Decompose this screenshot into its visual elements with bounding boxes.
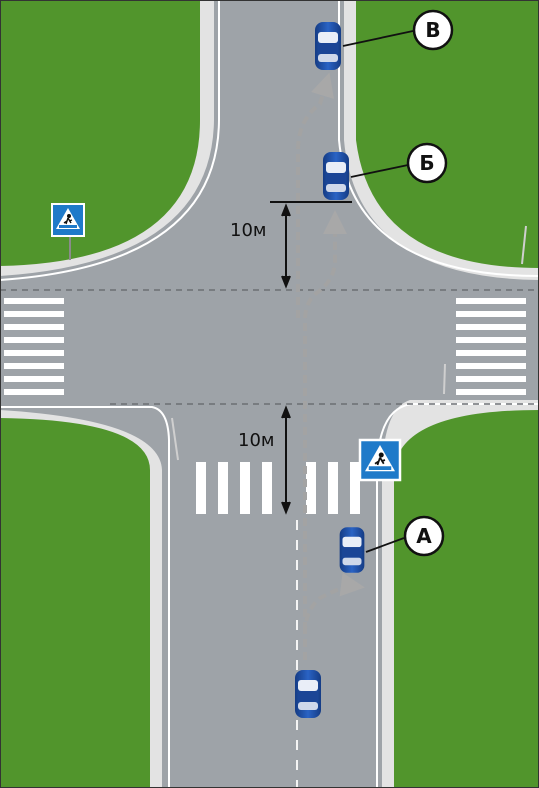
car-icon [295,670,321,718]
pedestrian-crossing-sign-icon [358,438,402,482]
lamp-post [443,363,446,395]
callout-v-line [342,30,414,47]
trajectory-arrows [296,72,365,660]
callout-v-label: В [425,18,440,42]
distance-label-bottom: 10м [238,430,274,451]
intersection-borders [0,289,539,405]
distance-marker-top [281,203,291,289]
distance-label-top: 10м [230,220,266,241]
callout-a-label: А [416,524,432,548]
crosswalk-right [456,298,526,395]
callout-b: Б [406,142,448,184]
crosswalk-left [4,298,64,395]
car-icon [323,152,349,200]
callout-v: В [412,9,454,51]
lamp-post [521,225,527,265]
car-icon [339,527,365,573]
lamp-post [171,417,179,461]
distance-marker-bottom [281,405,291,515]
crosswalk-bottom [196,462,360,514]
callout-a-line [365,537,405,553]
car-icon [315,22,341,70]
pedestrian-crossing-sign-icon [51,203,85,260]
callout-a: А [403,515,445,557]
callout-b-line [350,164,409,178]
callout-b-label: Б [419,151,434,175]
